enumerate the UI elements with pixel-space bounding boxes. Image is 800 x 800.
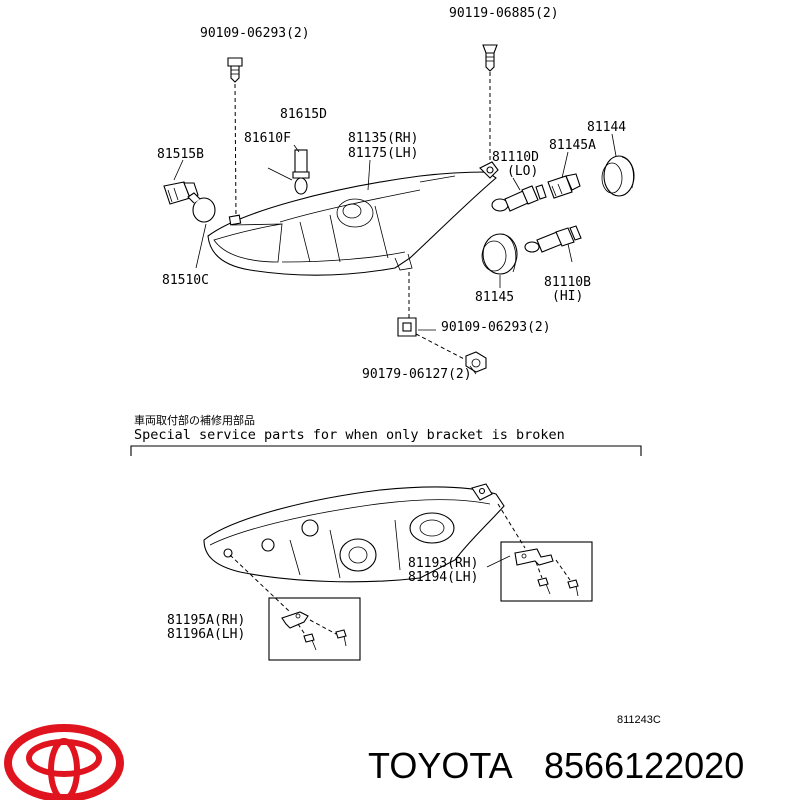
socket-icon (163, 181, 199, 205)
label-headlamp-rh: 81135(RH) (348, 131, 418, 146)
label-81194: 81194(LH) (408, 570, 478, 585)
bolt-icon (482, 44, 498, 72)
wedge-bulb-icon (292, 149, 310, 195)
label-81193: 81193(RH) (408, 556, 478, 571)
label-bolt-mid: 90109-06293(2) (441, 320, 551, 335)
label-81145: 81145 (475, 290, 514, 305)
label-81510c: 81510C (162, 273, 209, 288)
label-81145a: 81145A (549, 138, 596, 153)
label-nut: 90179-06127(2) (362, 367, 472, 382)
toyota-logo-icon (4, 724, 124, 800)
label-headlamp-lh: 81175(LH) (348, 146, 418, 161)
diagram-reference-code: 811243C (617, 714, 661, 726)
label-81110d: 81110D (492, 150, 539, 165)
bolt-icon (227, 57, 243, 83)
label-81610f: 81610F (244, 131, 291, 146)
bracket-kit-box (268, 597, 361, 661)
halogen-bulb-icon (491, 184, 547, 212)
label-bolt-top-right: 90119-06885(2) (449, 6, 559, 21)
label-bolt-top-left: 90109-06293(2) (200, 26, 310, 41)
part-number: 8566122020 (544, 745, 744, 786)
label-81144: 81144 (587, 120, 626, 135)
bulb-icon (187, 192, 216, 223)
retainer-cap-icon (481, 233, 518, 275)
label-81110b: 81110B (544, 275, 591, 290)
headlamp-housing (207, 161, 499, 276)
clip-icon (397, 317, 417, 337)
label-81615d: 81615D (280, 107, 327, 122)
note-japanese: 車両取付部の補修用部品 (134, 413, 255, 427)
dust-cover-icon (601, 155, 635, 197)
label-81195a: 81195A(RH) (167, 613, 245, 628)
brand-name: TOYOTA (368, 745, 513, 786)
label-hi: (HI) (552, 289, 583, 304)
label-81515b: 81515B (157, 147, 204, 162)
label-lo: (LO) (507, 164, 538, 179)
label-81196a: 81196A(LH) (167, 627, 245, 642)
headlamp-rear-view (203, 483, 505, 583)
bracket-kit-box (500, 541, 593, 602)
connector-icon (547, 173, 581, 199)
halogen-bulb-icon (524, 225, 582, 253)
note-english: Special service parts for when only brac… (134, 427, 565, 443)
